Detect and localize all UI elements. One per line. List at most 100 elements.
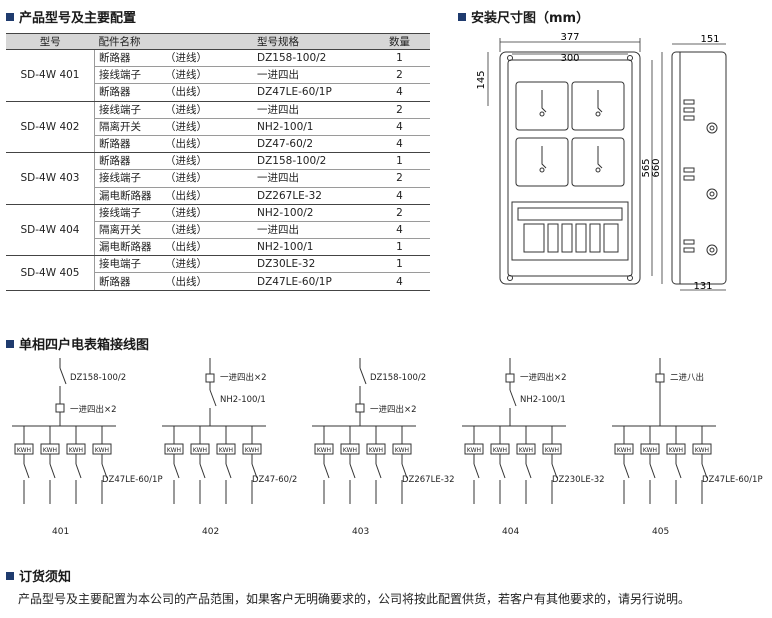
spec-cell: DZ47LE-60/1P [249,272,369,291]
part-cell: 断路器（进线） [94,152,249,171]
part-cell: 接线端子 （进线） [94,101,249,119]
qty-cell: 4 [369,272,430,291]
qty-cell: 2 [369,169,430,188]
kwh-label: KWH [193,447,207,454]
qty-cell: 4 [369,187,430,205]
table-header-row: 型号 配件名称 型号规格 数量 [6,33,430,50]
dimension-drawing: 377 300 145 565 660 151 131 [476,32,727,292]
model-cell: SD-4W 404 [6,204,95,257]
part-direction: （进线） [165,258,207,271]
kwh-label: KWH [695,447,709,454]
part-cell: 接电端子（进线） [94,255,249,274]
kwh-label: KWH [17,447,31,454]
part-cell: 接线端子 （进线） [94,66,249,85]
model-cell: SD-4W 403 [6,152,95,205]
part-direction: （进线） [165,223,207,236]
dim-top-offset: 145 [476,70,487,89]
dim-width-outer: 377 [560,32,579,43]
spec-cell: DZ47-60/2 [249,135,369,154]
diagram-number: 403 [352,527,369,537]
kwh-label: KWH [219,447,233,454]
section-bullet-icon [458,12,466,21]
part-cell: 断路器（进线） [94,49,249,68]
mid-component-label: NH2-100/1 [220,395,266,405]
dim-height-inner: 565 [641,158,652,177]
section-bullet-icon [6,339,14,348]
outgoing-breaker-label: DZ267LE-32 [402,475,455,485]
diagram-number: 405 [652,527,669,537]
part-name: 断路器 [99,138,131,151]
kwh-label: KWH [317,447,331,454]
kwh-label: KWH [467,447,481,454]
mid-component-label: NH2-100/1 [520,395,566,405]
config-title-text: 产品型号及主要配置 [19,11,137,26]
order-section-title: 订货须知 [6,566,71,585]
qty-cell: 4 [369,221,430,240]
qty-cell: 1 [369,152,430,171]
kwh-label: KWH [395,447,409,454]
order-title-text: 订货须知 [19,570,72,585]
part-cell: 接线端子（进线） [94,169,249,188]
part-cell: 漏电断路器（出线） [94,187,249,205]
outgoing-breaker-label: DZ230LE-32 [552,475,605,485]
dim-height-outer: 660 [651,158,662,177]
spec-cell: DZ47LE-60/1P [249,83,369,102]
config-section-title: 产品型号及主要配置 [6,7,136,26]
qty-cell: 4 [369,83,430,102]
outgoing-breaker-label: DZ47-60/2 [252,475,297,485]
kwh-label: KWH [617,447,631,454]
part-direction: （出线） [165,241,207,254]
mid-component-label: 一进四出×2 [370,404,417,415]
part-direction: （出线） [165,275,207,288]
part-cell: 接线端子（进线） [94,204,249,222]
part-name: 接线端子 [99,69,141,82]
spec-cell: DZ267LE-32 [249,187,369,205]
spec-cell: 一进四出 [249,221,369,240]
part-cell: 漏电断路器（出线） [94,238,249,257]
order-note: 产品型号及主要配置为本公司的产品范围，如果客户无明确要求的，公司将按此配置供货，… [18,592,691,606]
part-name: 接线端子 [99,103,141,116]
part-direction: （进线） [165,103,207,116]
top-component-label: DZ158-100/2 [370,373,426,383]
dimension-section-title: 安装尺寸图（mm） [458,7,589,26]
spec-cell: NH2-100/1 [249,238,369,257]
part-name: 隔离开关 [99,223,141,236]
top-component-label: 一进四出×2 [520,372,567,383]
part-name: 断路器 [99,275,131,288]
part-cell: 断路器（出线） [94,135,249,154]
part-cell: 断路器 （出线） [94,272,249,291]
qty-cell: 1 [369,49,430,68]
kwh-label: KWH [95,447,109,454]
kwh-label: KWH [343,447,357,454]
col-part: 配件名称 [94,33,249,50]
kwh-label: KWH [43,447,57,454]
dim-side-bottom: 131 [693,281,712,292]
part-cell: 断路器（出线） [94,83,249,102]
kwh-label: KWH [669,447,683,454]
qty-cell: 2 [369,101,430,119]
diagram-number: 401 [52,527,69,537]
spec-cell: DZ158-100/2 [249,152,369,171]
part-name: 断路器 [99,52,131,65]
section-bullet-icon [6,12,14,21]
part-direction: （出线） [165,189,207,202]
part-name: 断路器 [99,155,131,168]
wiring-section-title: 单相四户电表箱接线图 [6,334,149,353]
kwh-label: KWH [519,447,533,454]
part-direction: （进线） [165,69,207,82]
qty-cell: 4 [369,135,430,154]
diagram-number: 404 [502,527,519,537]
